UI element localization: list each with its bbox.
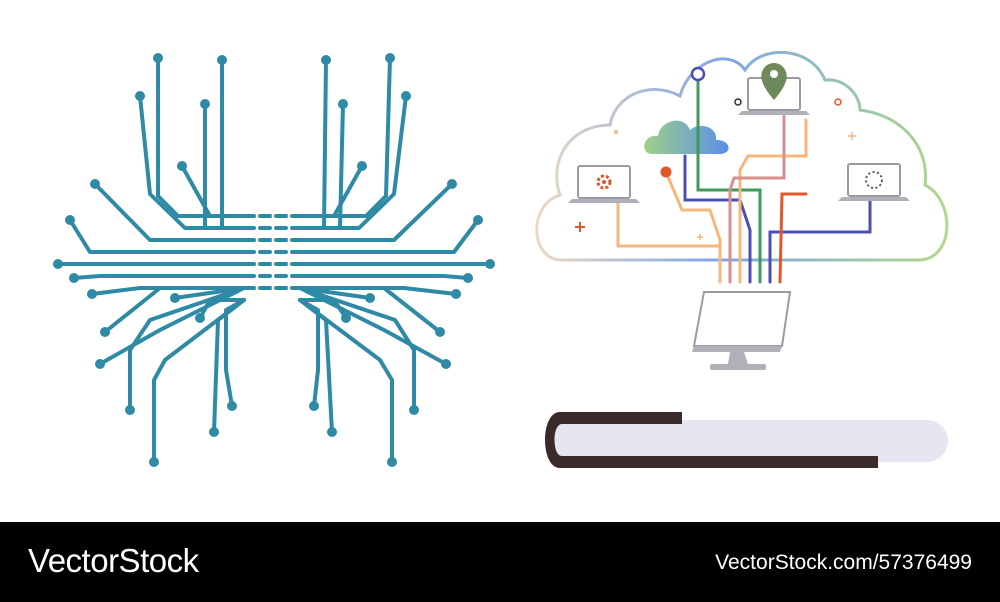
stock-id: VectorStock.com/57376499 xyxy=(715,551,972,574)
loading-spinner-icon xyxy=(865,171,883,189)
circuit-chip-icon xyxy=(53,53,495,467)
laptop-icon xyxy=(838,163,910,201)
cloud-network-icon xyxy=(535,50,949,370)
footer-bar: VectorStock VectorStock.com/57376499 xyxy=(0,522,1000,602)
map-pin-icon xyxy=(761,63,787,100)
small-cloud-icon xyxy=(644,120,729,154)
progress-bar xyxy=(545,412,948,468)
illustration xyxy=(53,50,949,468)
desktop-monitor-icon xyxy=(692,291,792,370)
brand-logo: VectorStock xyxy=(28,542,199,579)
gear-icon xyxy=(596,174,612,190)
laptop-icon xyxy=(568,165,640,203)
